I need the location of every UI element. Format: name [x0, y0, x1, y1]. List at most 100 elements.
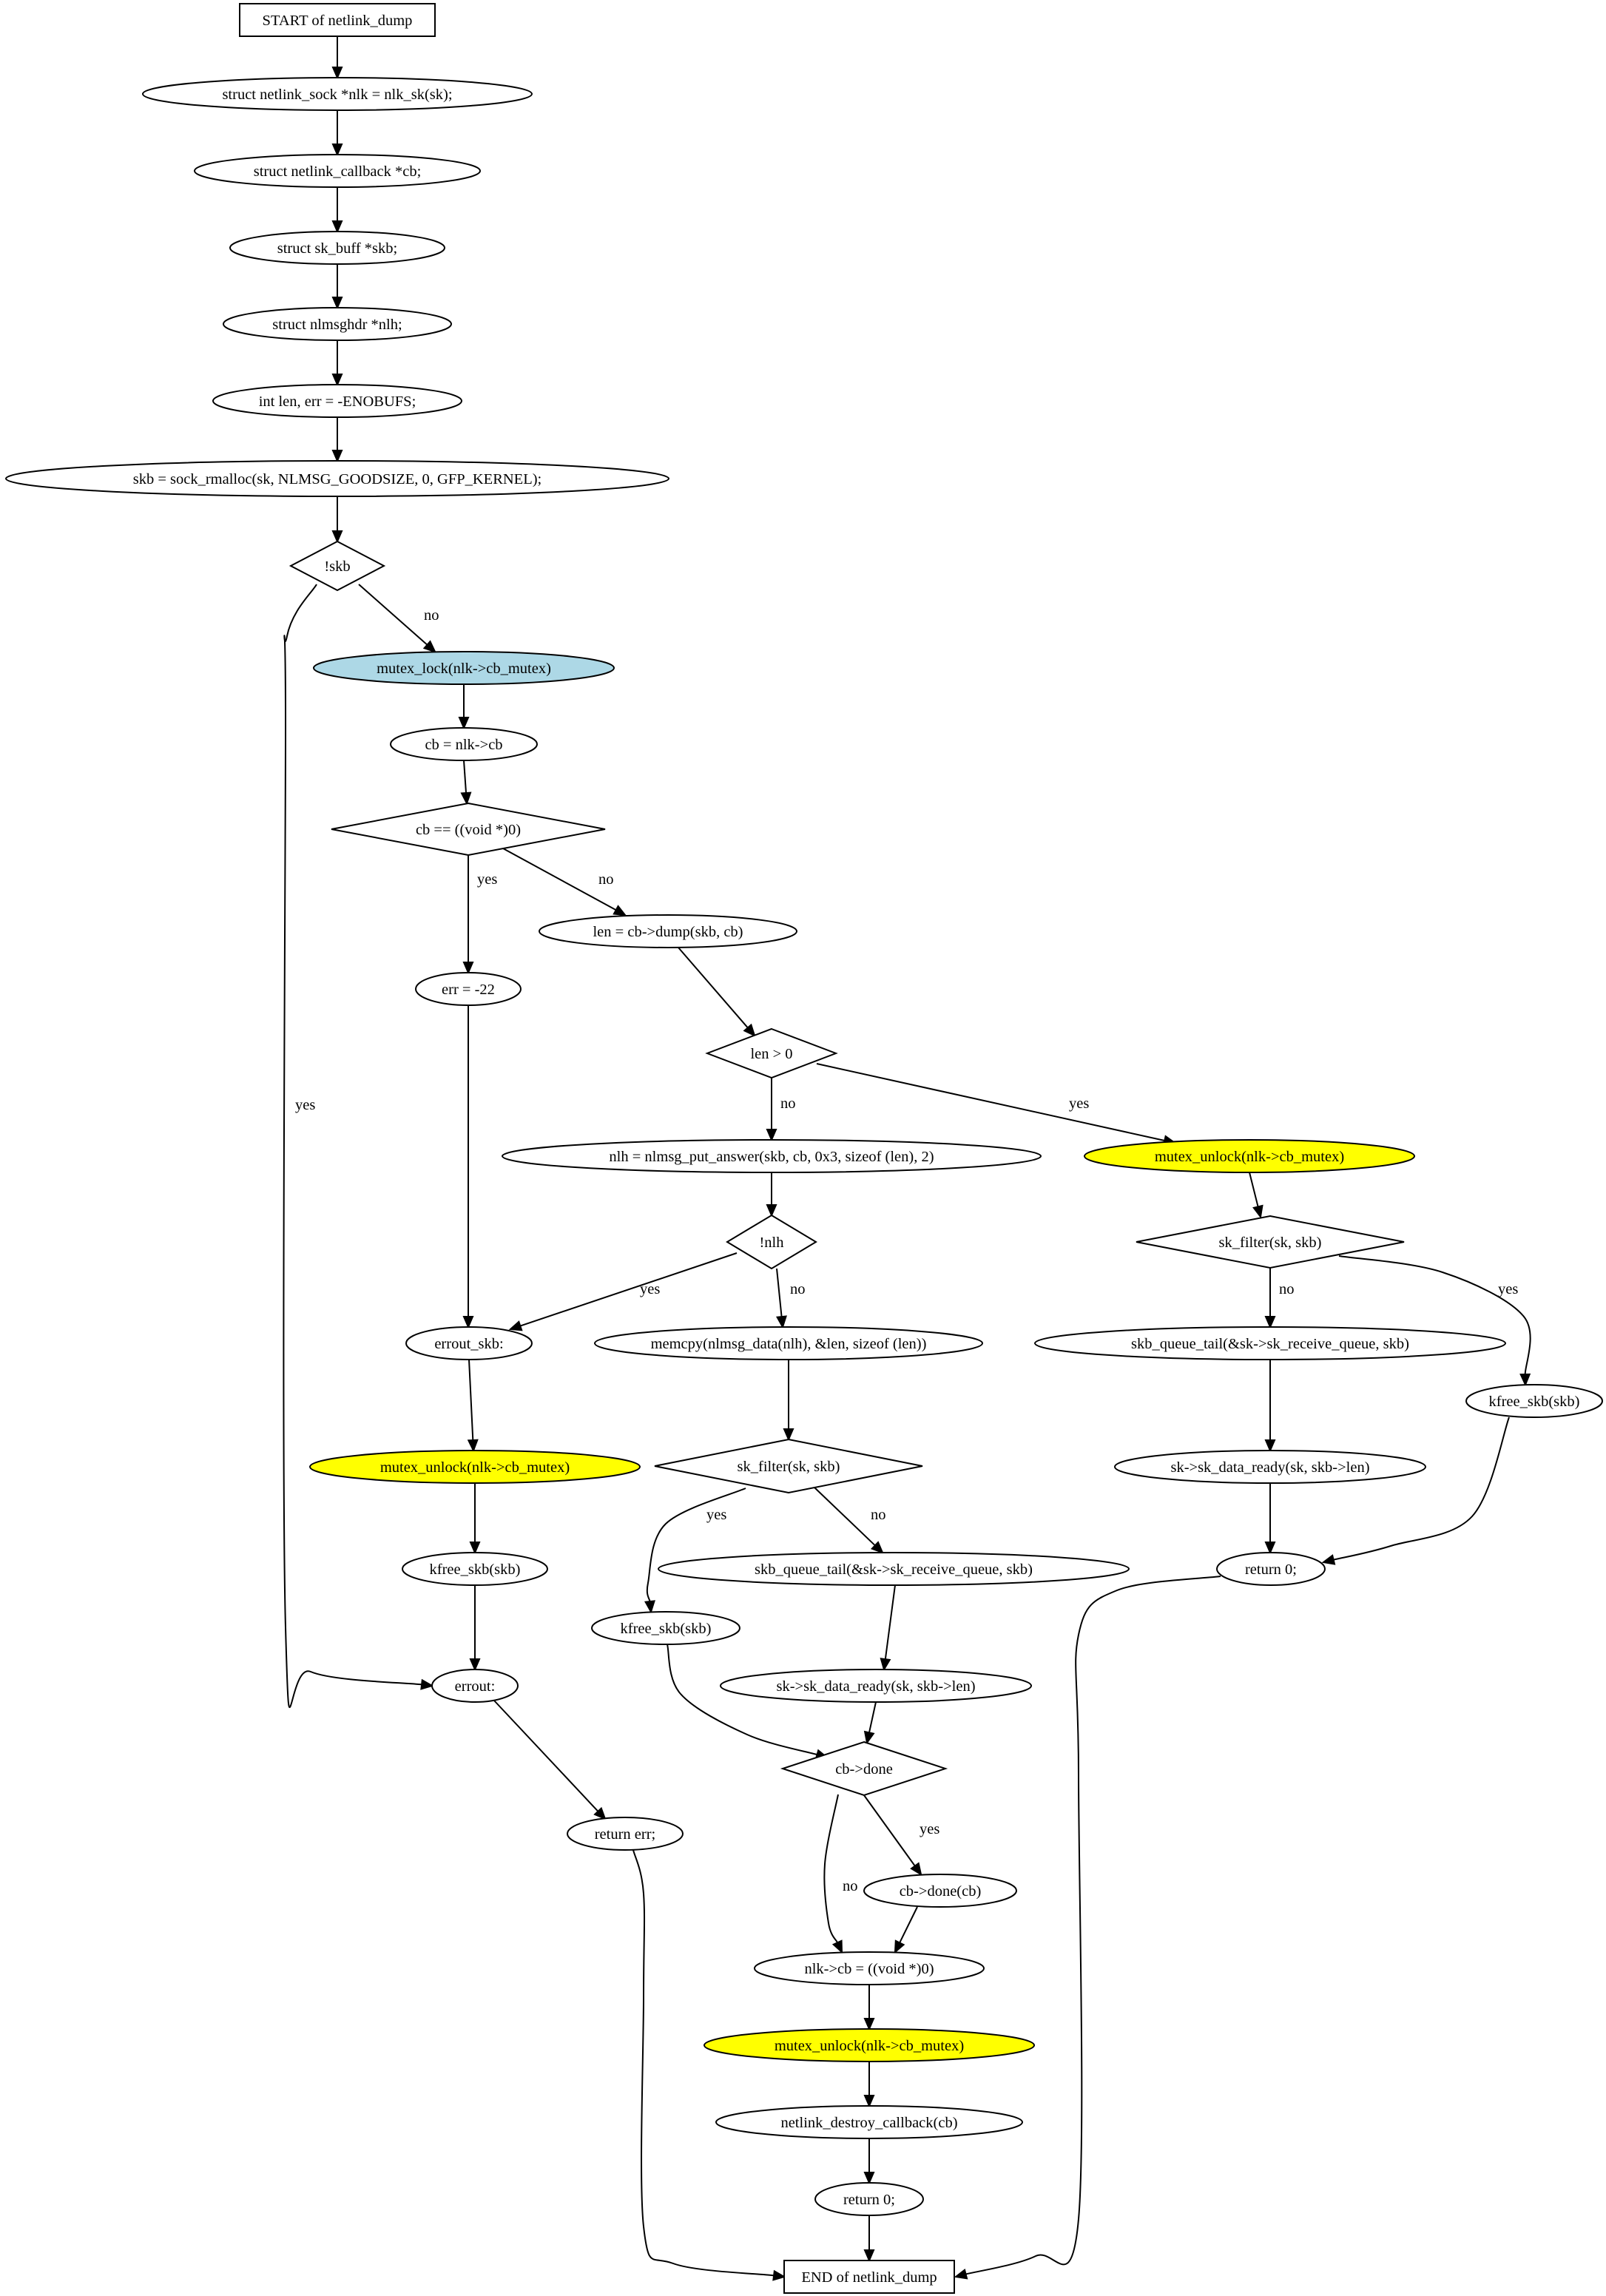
edge-line — [816, 1063, 1165, 1141]
edge-label: yes — [640, 1281, 660, 1297]
node-label: cb->done(cb) — [900, 1883, 982, 1900]
node-label: err = -22 — [442, 982, 495, 998]
edge-n_nlk-to-n_cbdecl — [331, 110, 343, 157]
arrowhead-icon — [644, 1600, 655, 1614]
edge-label: yes — [1498, 1281, 1518, 1297]
node-label: memcpy(nlmsg_data(nlh), &len, sizeof (le… — [651, 1336, 927, 1352]
node-label: kfree_skb(skb) — [1489, 1394, 1580, 1410]
arrowhead-icon — [880, 1658, 891, 1672]
node-n_cbassign: cb = nlk->cb — [390, 727, 538, 761]
node-n_done: cb->done(cb) — [863, 1874, 1017, 1908]
node-n_cbnull: nlk->cb = ((void *)0) — [754, 1951, 985, 1985]
edge-line — [1249, 1172, 1259, 1207]
node-label: return 0; — [843, 2192, 895, 2208]
diamond-shape — [1136, 1215, 1405, 1269]
edge-line — [884, 1584, 896, 1660]
box-shape — [239, 3, 436, 37]
arrowhead-icon — [462, 962, 474, 975]
arrowhead-icon — [331, 374, 343, 387]
node-n_nlk: struct netlink_sock *nlk = nlk_sk(sk); — [142, 77, 533, 111]
node-n_unlock_l: mutex_unlock(nlk->cb_mutex) — [309, 1450, 641, 1484]
node-label: return 0; — [1245, 1561, 1297, 1578]
edge-n_cbdecl-to-n_skbdecl — [331, 187, 343, 234]
node-label: netlink_destroy_callback(cb) — [780, 2115, 957, 2131]
edge-line — [814, 1487, 876, 1547]
node-n_destroy: netlink_destroy_callback(cb) — [715, 2105, 1023, 2139]
edge-d_done-to-n_done: yes — [863, 1794, 939, 1877]
arrowhead-icon — [331, 67, 343, 80]
ellipse-shape — [194, 154, 481, 188]
node-start: START of netlink_dump — [239, 3, 436, 37]
node-label: nlk->cb = ((void *)0) — [804, 1961, 934, 1977]
node-label: len > 0 — [750, 1046, 792, 1062]
edge-line — [678, 947, 749, 1029]
node-n_cbdecl: struct netlink_callback *cb; — [194, 154, 481, 188]
edge-line — [358, 584, 428, 646]
edge-n_putanswer-to-d_nlh — [766, 1172, 777, 1218]
edge-n_reterr-to-end — [632, 1849, 786, 2281]
edge-d_filter_m-to-n_kfree_m: yes — [644, 1488, 746, 1614]
node-n_err22: err = -22 — [415, 972, 522, 1006]
ellipse-shape — [405, 1326, 533, 1360]
edge-line — [493, 1700, 599, 1812]
edge-n_skbdecl-to-n_nlhdecl — [331, 264, 343, 310]
edge-d_nlh-to-n_memcpy: no — [776, 1268, 806, 1329]
node-label: errout: — [455, 1678, 496, 1695]
node-label: sk_filter(sk, skb) — [1219, 1235, 1322, 1251]
arrowhead-icon — [870, 1541, 884, 1554]
edge-line — [463, 760, 468, 794]
edge-label: no — [790, 1281, 806, 1297]
arrowhead-icon — [954, 2268, 968, 2280]
arrowhead-icon — [772, 2269, 786, 2281]
edge-d_cbnull-to-n_dump: no — [502, 848, 627, 916]
arrowhead-icon — [331, 297, 343, 310]
ellipse-shape — [402, 1552, 548, 1586]
edge-n_errout_skb-to-n_unlock_l — [467, 1359, 479, 1453]
arrowhead-icon — [460, 791, 472, 806]
node-label: cb->done — [835, 1761, 893, 1777]
node-label: struct sk_buff *skb; — [277, 240, 397, 257]
ellipse-shape — [1465, 1384, 1603, 1418]
arrowhead-icon — [508, 1320, 523, 1331]
node-n_kfree_r: kfree_skb(skb) — [1465, 1384, 1603, 1418]
arrowhead-icon — [894, 1939, 905, 1954]
edge-label: no — [843, 1878, 858, 1894]
arrowhead-icon — [331, 144, 343, 157]
edge-n_queue_m-to-n_ready_m — [880, 1584, 896, 1672]
edge-d_filter_m-to-n_queue_m: no — [814, 1487, 886, 1554]
node-label: struct netlink_callback *cb; — [254, 163, 422, 180]
edge-n_dump-to-d_lenpos — [678, 947, 756, 1037]
edge-n_ret0_b-to-end — [863, 2215, 875, 2263]
node-n_skbdecl: struct sk_buff *skb; — [229, 231, 445, 265]
edge-label: yes — [477, 871, 497, 888]
edge-d_done-to-n_cbnull: no — [823, 1794, 858, 1954]
edge-line — [899, 1906, 918, 1943]
ellipse-shape — [142, 77, 533, 111]
arrowhead-icon — [1264, 1316, 1276, 1329]
edge-line — [632, 1849, 775, 2277]
node-n_kfree_l: kfree_skb(skb) — [402, 1552, 548, 1586]
node-n_unlock_b: mutex_unlock(nlk->cb_mutex) — [704, 2028, 1035, 2062]
node-d_nlh: !nlh — [726, 1214, 817, 1270]
edge-label: no — [1279, 1281, 1295, 1297]
ellipse-shape — [1084, 1139, 1415, 1173]
node-label: skb = sock_rmalloc(sk, NLMSG_GOODSIZE, 0… — [133, 471, 542, 487]
node-d_cbnull: cb == ((void *)0) — [331, 802, 606, 857]
node-n_lock: mutex_lock(nlk->cb_mutex) — [313, 651, 615, 685]
node-label: START of netlink_dump — [263, 13, 413, 29]
arrowhead-icon — [831, 1939, 843, 1954]
node-n_unlock_r: mutex_unlock(nlk->cb_mutex) — [1084, 1139, 1415, 1173]
arrowhead-icon — [863, 2018, 875, 2031]
node-label: mutex_unlock(nlk->cb_mutex) — [775, 2038, 964, 2054]
ellipse-shape — [539, 914, 797, 948]
arrowhead-icon — [331, 530, 343, 544]
node-label: struct netlink_sock *nlk = nlk_sk(sk); — [222, 87, 452, 103]
edge-line — [868, 1701, 877, 1733]
node-n_ready_m: sk->sk_data_ready(sk, skb->len) — [720, 1669, 1032, 1703]
node-label: return err; — [595, 1826, 656, 1843]
diamond-shape — [654, 1438, 923, 1494]
node-label: nlh = nlmsg_put_answer(skb, cb, 0x3, siz… — [609, 1149, 934, 1165]
edge-label: no — [780, 1095, 796, 1112]
node-n_len: int len, err = -ENOBUFS; — [212, 384, 462, 418]
